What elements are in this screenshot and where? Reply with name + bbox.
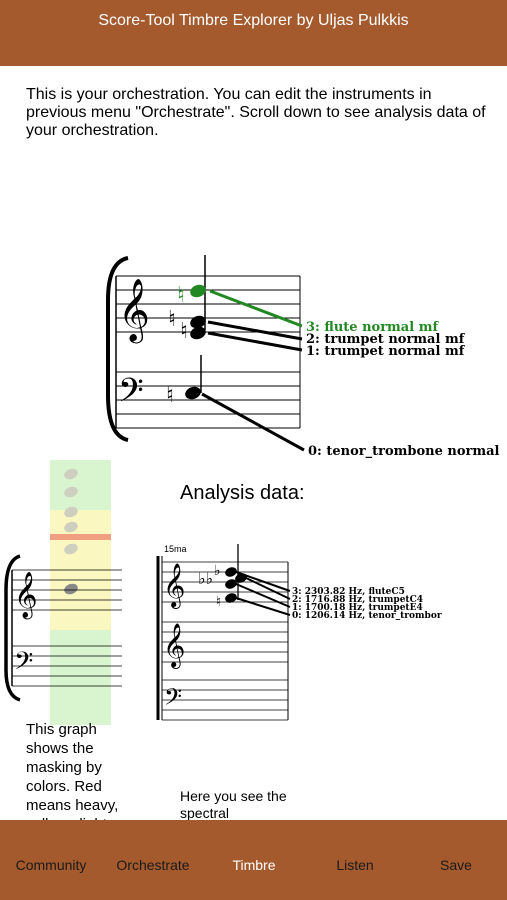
- svg-text:♭♭: ♭♭: [198, 569, 213, 588]
- spectral-label: 2: 1716.88 Hz, trumpetC4: [292, 595, 423, 605]
- tab-orchestrate[interactable]: Orchestrate: [116, 857, 190, 873]
- trumpet-label: 1: trumpet normal mf: [306, 344, 466, 359]
- trumpet-note-head: [190, 326, 206, 340]
- tab-save[interactable]: Save: [440, 857, 472, 873]
- trumpet-note-head: [190, 315, 206, 329]
- trombone-label: 0: tenor_trombone normal: [308, 444, 500, 459]
- svg-text:♭: ♭: [214, 563, 221, 579]
- app-title: Score-Tool Timbre Explorer by Uljas Pulk…: [98, 12, 409, 29]
- grand-staff-brace: [106, 256, 129, 442]
- tab-listen[interactable]: Listen: [336, 857, 374, 873]
- treble-clef-icon: 𝄞: [163, 623, 185, 669]
- bass-clef-icon: 𝄢: [14, 647, 33, 682]
- masking-heavy-band: [50, 534, 111, 540]
- bass-clef-icon: 𝄢: [164, 683, 182, 716]
- treble-clef-icon: 𝄞: [118, 278, 150, 344]
- tab-timbre[interactable]: Timbre: [232, 857, 276, 873]
- spectral-description: Here you see the spectral: [180, 788, 287, 821]
- natural-sign-icon: ♮: [180, 319, 188, 344]
- bass-clef-icon: 𝄢: [118, 372, 144, 418]
- natural-sign-icon: ♮: [166, 383, 174, 408]
- flute-label: 3: flute normal mf: [306, 320, 439, 335]
- trumpet-label: 2: trumpet normal mf: [306, 332, 466, 347]
- octave-marking: 15ma: [164, 544, 187, 554]
- masking-description: This graph shows the masking by colors. …: [26, 721, 119, 833]
- grand-staff-brace: [4, 554, 21, 702]
- bottom-tab-bar: Community Orchestrate Timbre Listen Save: [0, 820, 507, 900]
- analysis-heading: Analysis data:: [180, 482, 305, 504]
- trombone-note-head: [185, 386, 201, 400]
- svg-text:♮: ♮: [216, 594, 221, 610]
- flute-note-head: [190, 284, 206, 298]
- tab-community[interactable]: Community: [15, 857, 87, 873]
- header-bar: Score-Tool Timbre Explorer by Uljas Pulk…: [0, 0, 507, 66]
- spectral-label: 1: 1700.18 Hz, trumpetE4: [292, 603, 423, 613]
- spectral-label: 3: 2303.82 Hz, fluteC5: [292, 587, 405, 597]
- spectral-label: 0: 1206.14 Hz, tenor_trombor: [292, 611, 442, 621]
- bass-staff: [116, 371, 300, 429]
- intro-text: This is your orchestration. You can edit…: [26, 86, 486, 139]
- natural-sign-icon: ♮: [177, 283, 185, 308]
- treble-clef-icon: 𝄞: [14, 572, 38, 620]
- natural-sign-icon: ♮: [168, 307, 176, 332]
- treble-clef-icon: 𝄞: [163, 563, 185, 609]
